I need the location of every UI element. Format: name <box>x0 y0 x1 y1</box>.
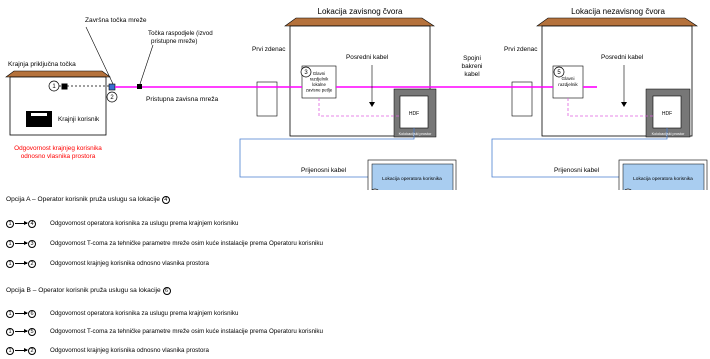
circle-1: 1 <box>48 80 60 92</box>
svg-text:Posredni kabel: Posredni kabel <box>601 54 643 61</box>
dependent-node-house <box>284 17 437 138</box>
svg-text:Glavni: Glavni <box>561 76 574 81</box>
svg-text:3: 3 <box>304 70 308 76</box>
svg-text:Lokacija operatora korisnika: Lokacija operatora korisnika <box>382 176 442 182</box>
first-well-2 <box>511 81 533 117</box>
arrow-icon <box>15 348 28 352</box>
svg-text:HDF: HDF <box>662 111 672 117</box>
circle-6: 6 <box>624 188 632 190</box>
label-tocka-raspodjele: Točka raspodjele (izvod <box>148 30 213 37</box>
svg-text:zavisne petlje: zavisne petlje <box>306 88 333 93</box>
svg-text:Glavni: Glavni <box>313 71 325 76</box>
label-lokacija-zavisnog: Lokacija zavisnog čvora <box>318 7 403 16</box>
svg-text:Prvi zdenac: Prvi zdenac <box>504 46 538 53</box>
arrow-icon <box>15 311 28 315</box>
svg-text:pristupne mreže): pristupne mreže) <box>151 38 197 45</box>
arrow-icon <box>15 329 28 333</box>
arrow-icon <box>15 221 28 225</box>
circle-2: 2 <box>106 91 118 103</box>
circle-3: 3 <box>300 66 312 78</box>
svg-text:2: 2 <box>110 95 114 101</box>
svg-text:Prijenosni kabel: Prijenosni kabel <box>554 167 599 174</box>
svg-text:Posredni kabel: Posredni kabel <box>346 54 388 61</box>
option-b-title: Opcija B – Operator korisnik pruža uslug… <box>6 287 171 295</box>
label-pristupna-mreza: Pristupna zavisna mreža <box>146 96 219 103</box>
network-diagram: 1 2 3 4 5 6 Završna točka mreže Točka ra… <box>5 7 708 190</box>
circle-4: 4 <box>371 188 379 190</box>
end-user-house <box>5 70 111 136</box>
label-lokacija-nezavisnog: Lokacija nezavisnog čvora <box>571 7 665 16</box>
first-well-1 <box>256 81 278 117</box>
svg-text:razdjelnik: razdjelnik <box>310 77 329 82</box>
label-odgovornost: Odgovornost krajnjeg korisnika <box>14 145 102 152</box>
label-krajnja-tocka: Krajnja priključna točka <box>8 61 76 68</box>
svg-text:Spojni: Spojni <box>463 55 481 62</box>
svg-text:Prvi zdenac: Prvi zdenac <box>252 46 286 53</box>
operator-location-6 <box>618 159 708 190</box>
svg-text:Prijenosni kabel: Prijenosni kabel <box>301 167 346 174</box>
svg-text:HDF: HDF <box>409 111 419 117</box>
label-zavrsna-tocka: Završna točka mreže <box>85 17 147 24</box>
svg-text:Krajnji korisnik: Krajnji korisnik <box>58 116 100 123</box>
independent-node-house <box>536 17 698 138</box>
svg-text:kabel: kabel <box>464 71 479 78</box>
svg-text:razdjelnik: razdjelnik <box>558 82 578 87</box>
svg-text:Kolokacijski prostor: Kolokacijski prostor <box>652 132 685 136</box>
svg-text:Lokacija operatora korisnika: Lokacija operatora korisnika <box>633 176 693 182</box>
operator-location-4 <box>367 159 457 190</box>
arrow-icon <box>15 241 28 245</box>
svg-text:1: 1 <box>52 84 56 90</box>
svg-text:Kolokacijski prostor: Kolokacijski prostor <box>399 132 432 136</box>
svg-text:lokalne: lokalne <box>312 82 326 87</box>
option-a-title: Opcija A – Operator korisnik pruža uslug… <box>6 196 170 204</box>
svg-text:odnosno vlasnika prostora: odnosno vlasnika prostora <box>21 153 96 160</box>
arrow-icon <box>15 261 28 265</box>
circle-5: 5 <box>553 66 565 78</box>
svg-text:bakreni: bakreni <box>462 63 483 70</box>
svg-text:5: 5 <box>557 70 561 76</box>
